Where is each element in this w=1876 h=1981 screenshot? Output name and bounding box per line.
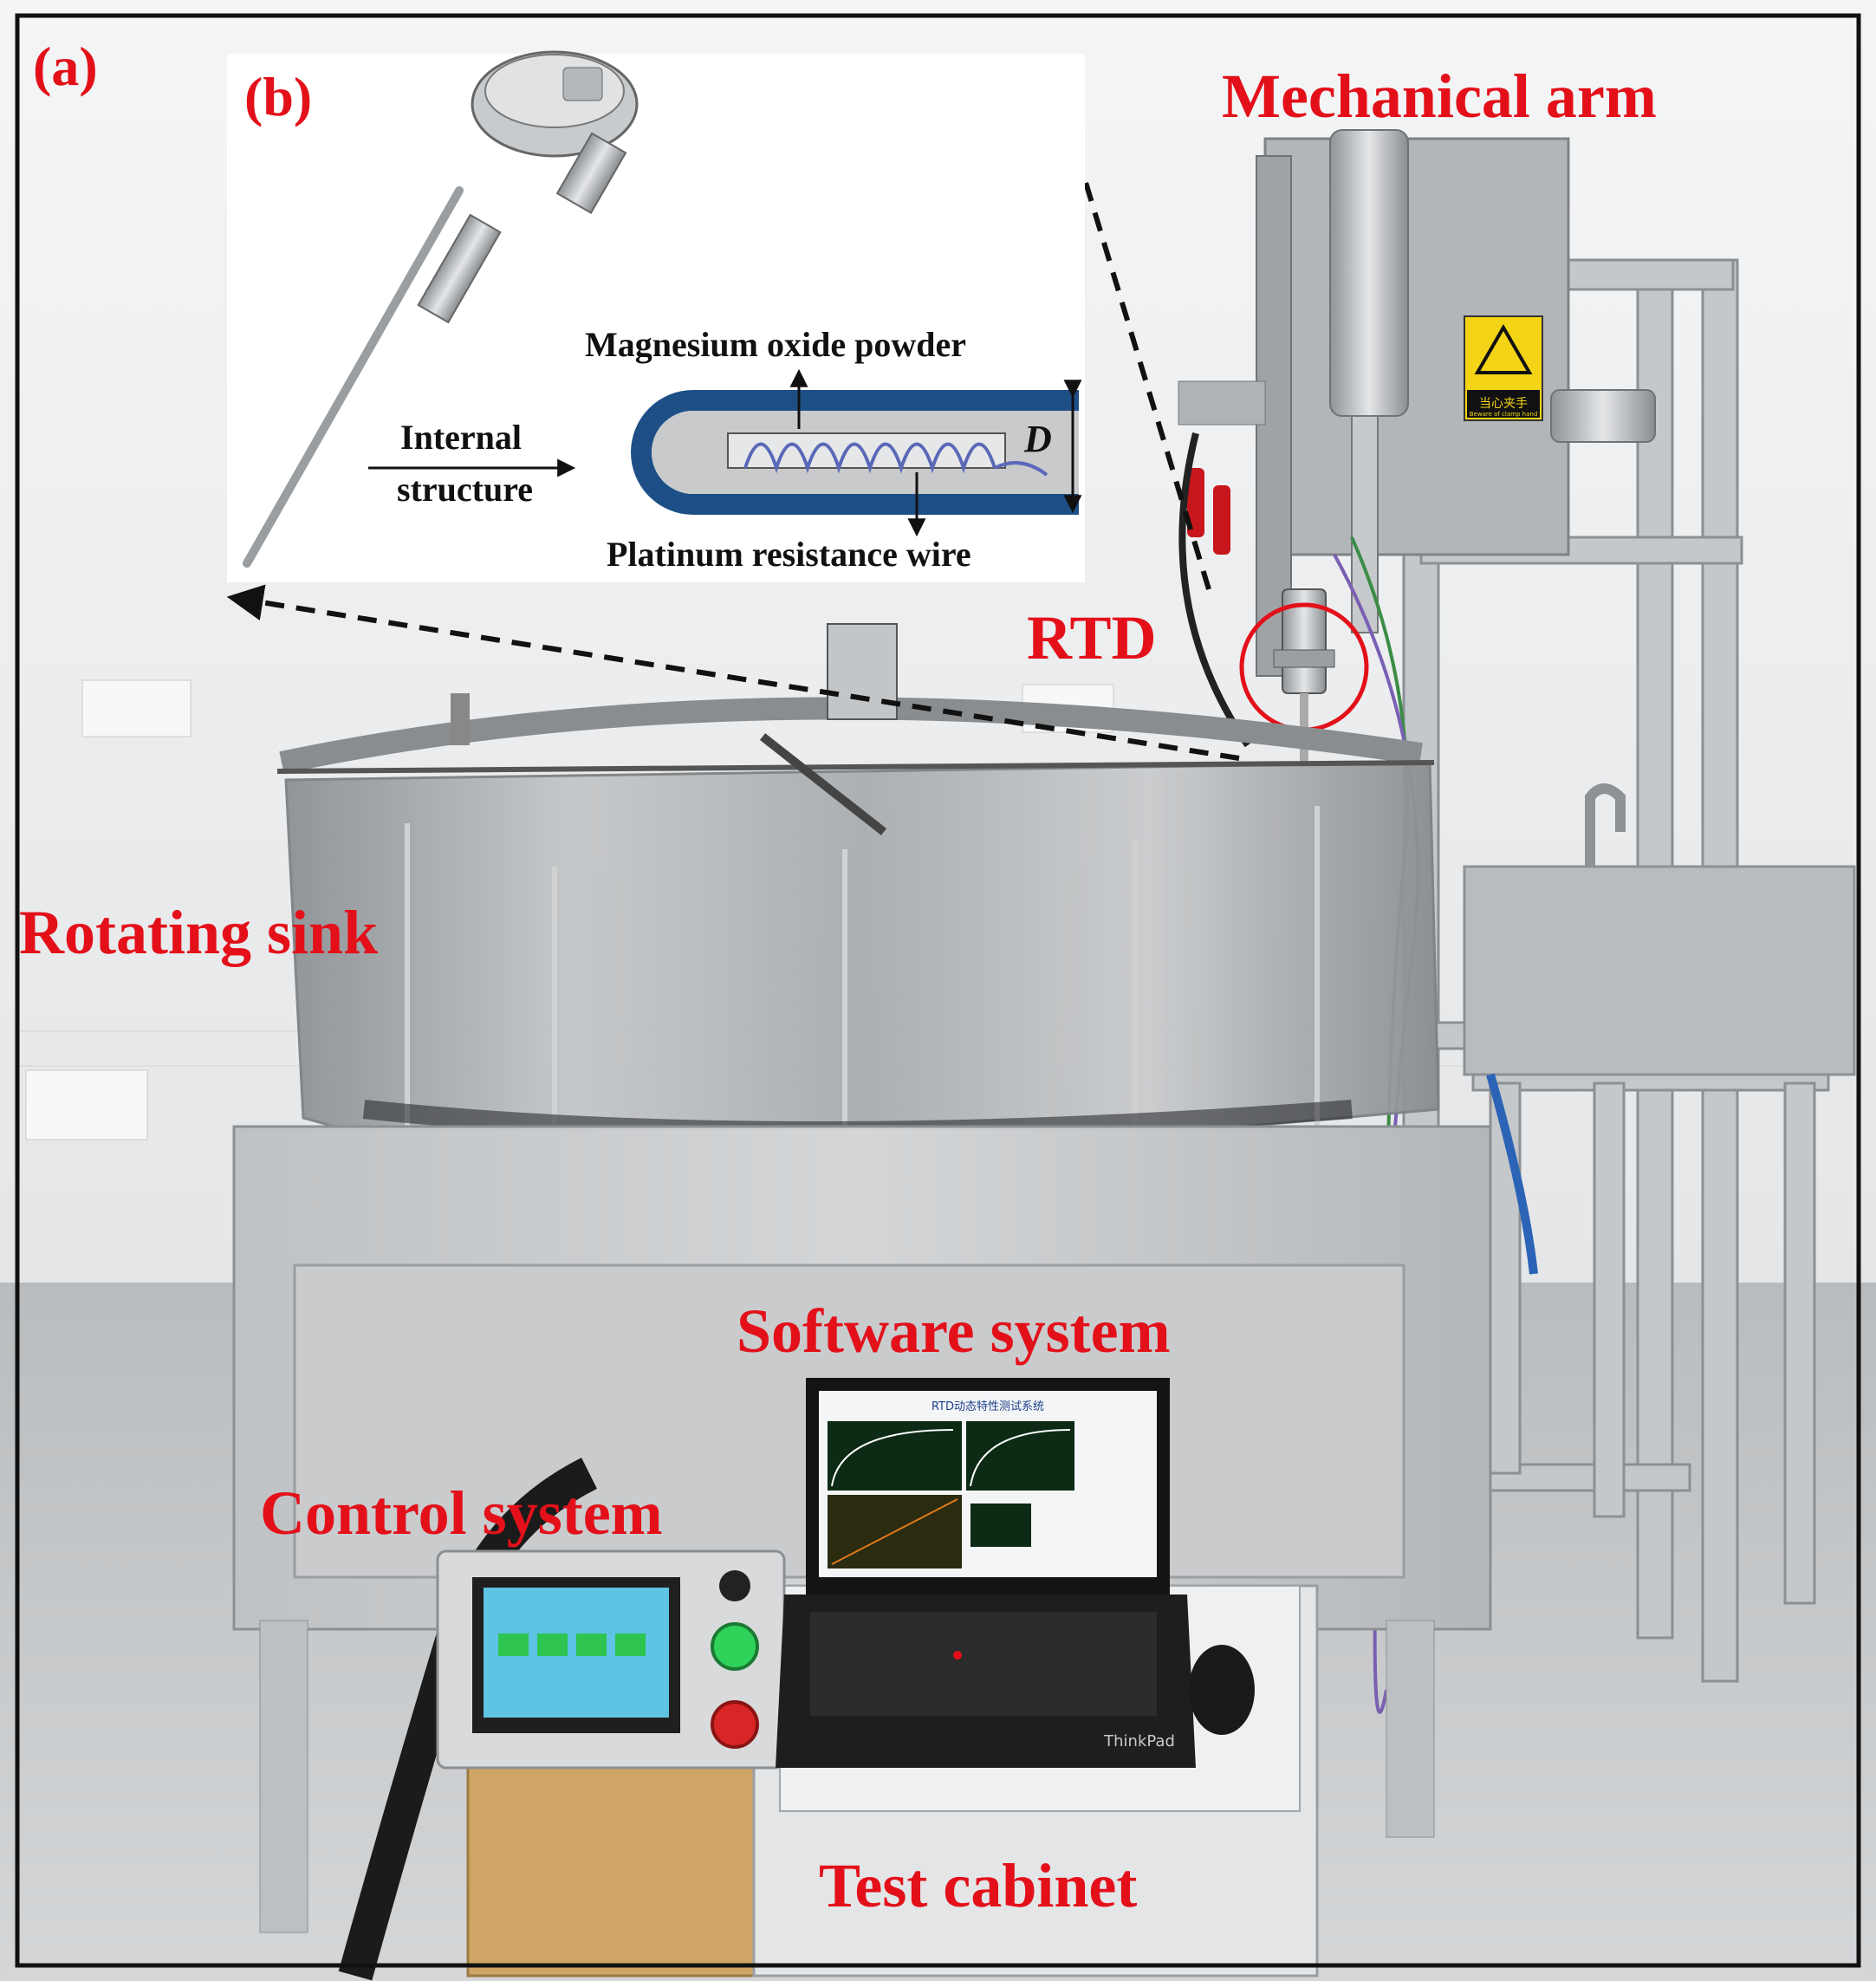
panel-label-b: (b) xyxy=(244,66,313,127)
sink-basin xyxy=(1463,865,1856,1076)
label-software-system: Software system xyxy=(737,1296,1171,1366)
inset-label-platinum-wire: Platinum resistance wire xyxy=(607,535,971,574)
inset-b xyxy=(227,50,1085,582)
emergency-stop-icon xyxy=(711,1700,759,1749)
arm-bracket xyxy=(1178,380,1266,425)
label-mechanical-arm: Mechanical arm xyxy=(1222,62,1657,131)
cables xyxy=(1486,1073,1538,1275)
internal-structure-diagram xyxy=(368,368,1082,537)
inset-label-diameter: D xyxy=(1024,418,1052,460)
warning-sign: 当心夹手 Beware of clamp hand xyxy=(1464,315,1543,421)
arm-cylinder xyxy=(1329,129,1409,417)
warning-sign-subtext: Beware of clamp hand xyxy=(1470,411,1538,418)
faucet xyxy=(1585,783,1626,867)
arrow-icon xyxy=(226,584,1240,761)
label-control-system: Control system xyxy=(260,1478,663,1548)
label-rotating-sink: Rotating sink xyxy=(19,898,379,967)
figure-border xyxy=(15,13,1861,1968)
cardboard-box xyxy=(466,1749,764,1978)
label-rtd: RTD xyxy=(1027,603,1157,672)
wall-socket xyxy=(81,679,191,737)
power-button-icon xyxy=(711,1622,759,1671)
mouse xyxy=(1189,1645,1255,1735)
warning-icon xyxy=(1474,323,1533,374)
inset-label-internal: Internal xyxy=(400,418,522,457)
laptop: RTD动态特性测试系统 ThinkPad xyxy=(776,1378,1196,1768)
red-connectors xyxy=(1187,468,1230,555)
control-system-panel xyxy=(338,1458,786,1981)
cabinet-leg xyxy=(1386,1620,1435,1838)
warning-sign-text: 当心夹手 xyxy=(1479,397,1528,411)
laptop-brand: ThinkPad xyxy=(1103,1732,1175,1750)
cables xyxy=(1178,432,1251,748)
rtd-sensor-illustration xyxy=(243,50,639,568)
inset-label-structure: structure xyxy=(397,470,533,509)
wall-socket xyxy=(25,1069,148,1140)
arm-side-cylinder xyxy=(1550,389,1656,443)
panel-label-a: (a) xyxy=(33,36,98,97)
inset-label-magnesium-oxide: Magnesium oxide powder xyxy=(585,325,966,364)
screen-title: RTD动态特性测试系统 xyxy=(932,1400,1044,1413)
cabinet-leg xyxy=(259,1620,308,1933)
label-test-cabinet: Test cabinet xyxy=(819,1851,1138,1920)
